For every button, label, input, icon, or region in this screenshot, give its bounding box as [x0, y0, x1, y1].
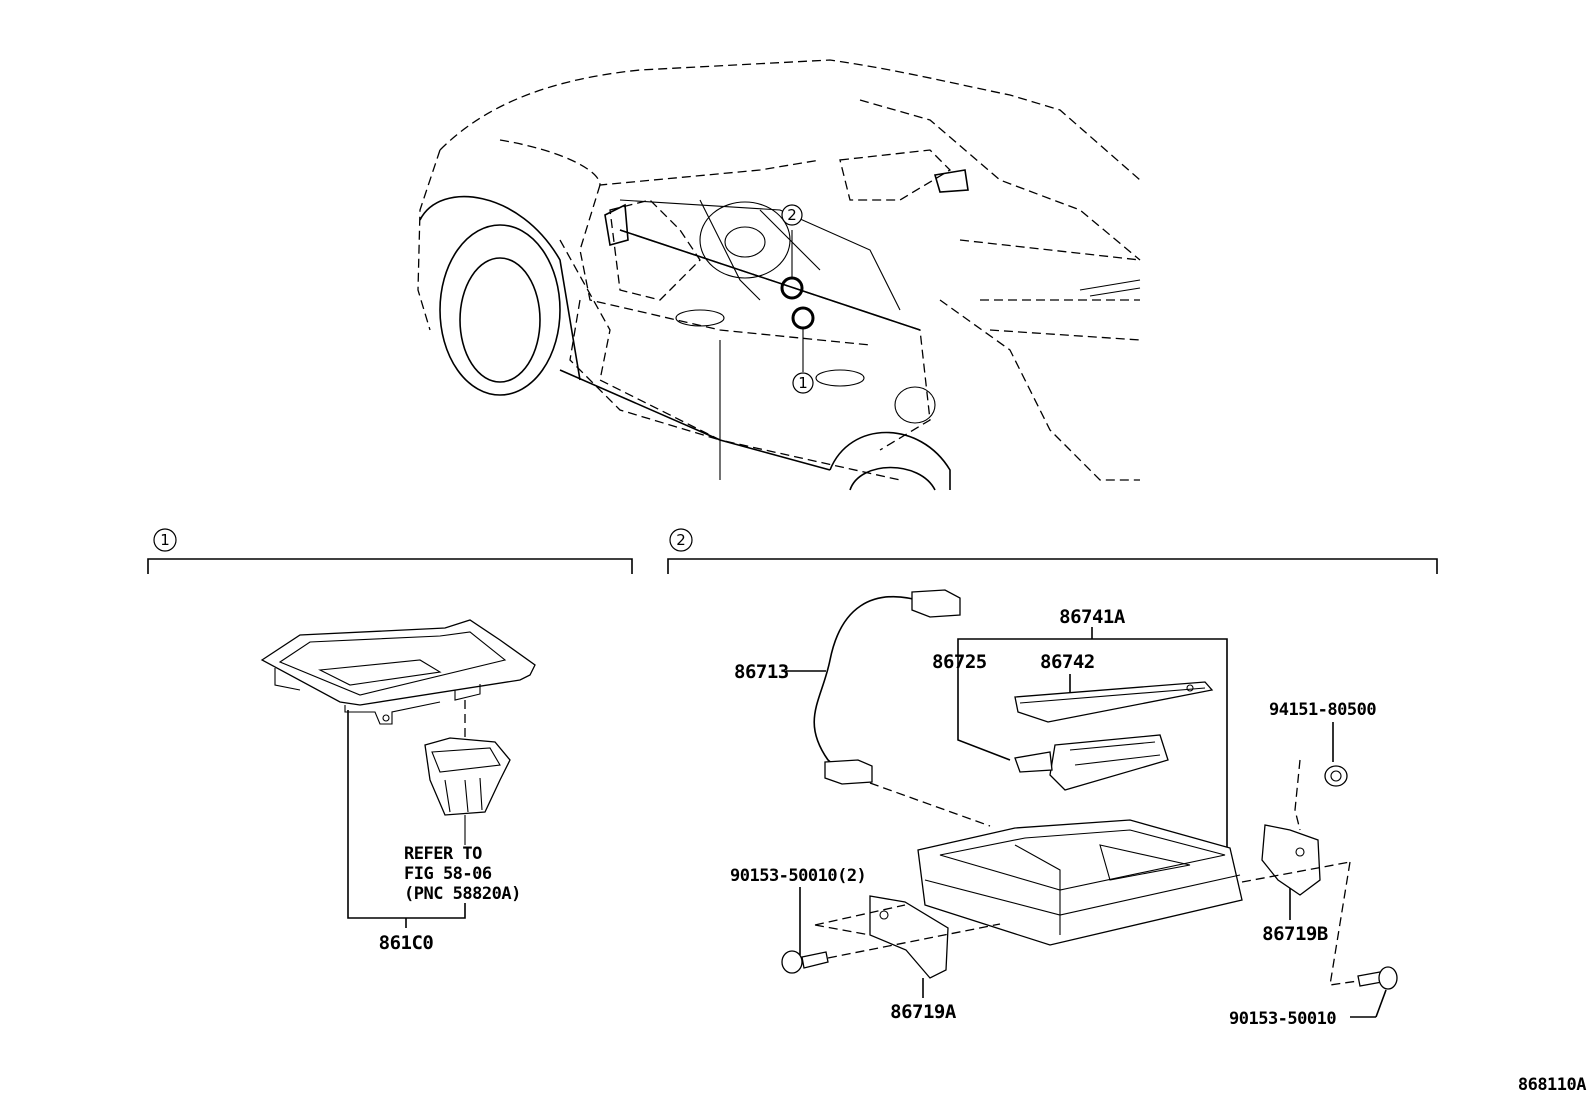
section-1-header: 1 — [147, 528, 633, 574]
label-86713: 86713 — [734, 661, 789, 683]
callout-circle-1-top: 1 — [792, 372, 814, 394]
callout-number: 2 — [787, 206, 797, 224]
section-number: 2 — [676, 531, 686, 549]
label-86741A: 86741A — [1059, 606, 1126, 628]
refer-line-3: (PNC 58820A) — [404, 884, 521, 904]
label-86725: 86725 — [932, 651, 987, 673]
callout-number: 1 — [798, 374, 808, 392]
part-90153-50010-bolt-left — [781, 950, 829, 974]
location-marker-2 — [780, 230, 804, 300]
section-number: 1 — [160, 531, 170, 549]
label-86742: 86742 — [1040, 651, 1095, 673]
part-86713-cable — [813, 589, 961, 785]
label-861C0: 861C0 — [379, 932, 434, 954]
location-marker-1 — [791, 306, 815, 372]
part-90153-50010-bolt-right — [1357, 966, 1398, 990]
part-86719A-bracket — [869, 895, 949, 979]
part-main-unit — [917, 819, 1243, 946]
part-58820A-module — [424, 737, 511, 816]
label-94151-80500: 94151-80500 — [1269, 700, 1376, 720]
label-86719B: 86719B — [1262, 923, 1328, 945]
callout-circle-2-top: 2 — [781, 204, 803, 226]
refer-to-note: REFER TO FIG 58-06 (PNC 58820A) — [404, 844, 521, 904]
part-86719B-bracket — [1261, 824, 1321, 896]
label-90153-50010: 90153-50010 — [1229, 1009, 1336, 1029]
label-86719A: 86719A — [890, 1001, 957, 1023]
label-90153-50010-2: 90153-50010(2) — [730, 866, 866, 886]
part-94151-80500-nut — [1324, 765, 1348, 787]
diagram-id: 868110A — [1518, 1075, 1586, 1095]
refer-line-2: FIG 58-06 — [404, 864, 492, 884]
section-2-header: 2 — [667, 528, 1438, 574]
vehicle-illustration — [417, 59, 1141, 491]
part-861C0-trim-panel — [260, 619, 536, 725]
part-86742-plate — [1014, 681, 1214, 723]
refer-line-1: REFER TO — [404, 844, 482, 864]
part-86725-unit — [957, 705, 1169, 791]
